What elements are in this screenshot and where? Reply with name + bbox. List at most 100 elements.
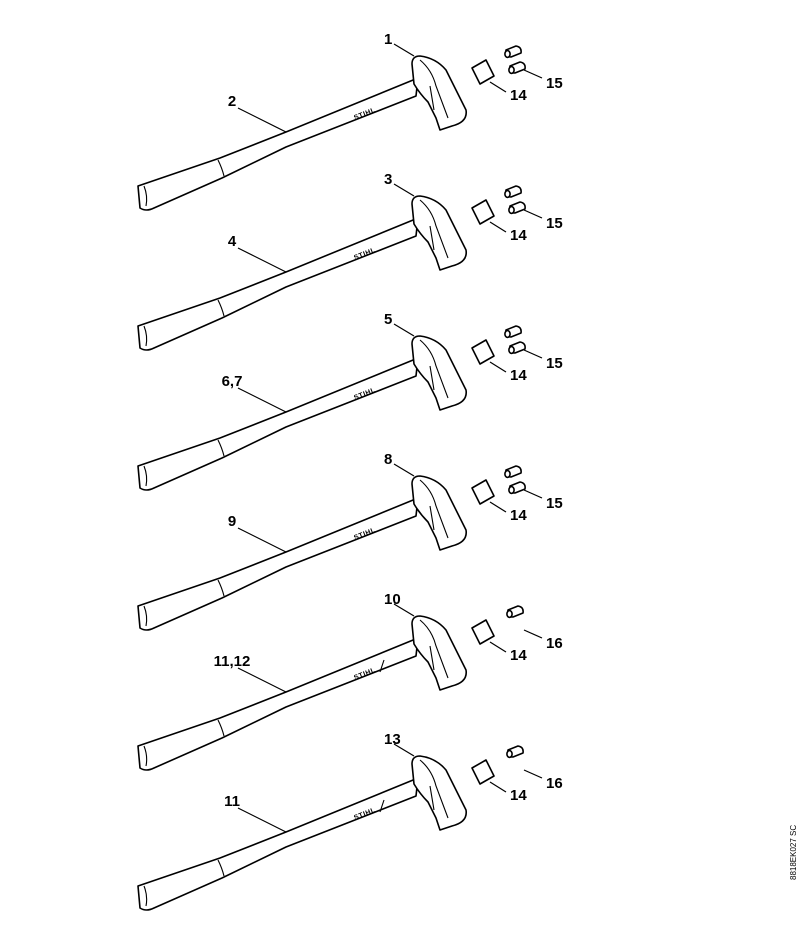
ferrule-leader: [523, 489, 543, 499]
wedge-part: [471, 619, 495, 645]
head-callout: 8: [384, 451, 392, 468]
wedge-callout: 14: [510, 227, 527, 244]
head-leader: [393, 323, 415, 337]
handle-end-line: [143, 885, 148, 907]
handle-callout: 11,12: [214, 653, 251, 670]
hammer-head-face-line: [419, 199, 449, 259]
handle-grip-line: [217, 159, 225, 177]
handle-shape: [137, 217, 419, 351]
handle-leader: [237, 107, 287, 133]
head-leader: [393, 43, 415, 57]
handle-leader: [237, 667, 287, 693]
handle-grip-line: [217, 719, 225, 737]
hammer-head-eye-line: [429, 365, 435, 391]
wedge-part: [471, 59, 495, 85]
handle-shape: [137, 497, 419, 631]
ferrule-callout: 16: [546, 775, 563, 792]
ferrule-part: [504, 325, 522, 339]
ferrule-part: [508, 201, 526, 215]
handle-grip-line: [217, 859, 225, 877]
handle-end-line: [143, 465, 148, 487]
head-callout: 3: [384, 171, 392, 188]
handle-leader: [237, 527, 287, 553]
hammer-head-face-line: [419, 339, 449, 399]
wedge-callout: 14: [510, 367, 527, 384]
handle-grip-line: [217, 299, 225, 317]
ferrule-part: [508, 61, 526, 75]
head-callout: 5: [384, 311, 392, 328]
wedge-part: [471, 759, 495, 785]
hammer-head-eye-line: [429, 225, 435, 251]
head-leader: [393, 463, 415, 477]
head-callout: 10: [384, 591, 401, 608]
ferrule-part: [508, 341, 526, 355]
wedge-part: [471, 199, 495, 225]
wedge-callout: 14: [510, 507, 527, 524]
handle-shape: [137, 77, 419, 211]
head-leader: [393, 183, 415, 197]
ferrule-callout: 15: [546, 75, 563, 92]
wedge-leader: [489, 501, 507, 513]
ferrule-callout: 16: [546, 635, 563, 652]
handle-shape: [137, 777, 419, 911]
handle-collar-line: [379, 659, 385, 673]
ferrule-callout: 15: [546, 495, 563, 512]
handle-callout: 2: [228, 93, 236, 110]
handle-leader: [237, 387, 287, 413]
ferrule-callout: 15: [546, 215, 563, 232]
document-code: 8818EK027 SC: [789, 825, 798, 880]
head-leader: [393, 743, 415, 757]
ferrule-part: [506, 605, 524, 619]
wedge-leader: [489, 81, 507, 93]
handle-shape: [137, 357, 419, 491]
ferrule-part: [504, 465, 522, 479]
hammer-head-eye-line: [429, 645, 435, 671]
hammer-head-face-line: [419, 619, 449, 679]
hammer-head-eye-line: [429, 505, 435, 531]
ferrule-leader: [523, 629, 543, 639]
handle-end-line: [143, 185, 148, 207]
handle-end-line: [143, 605, 148, 627]
handle-shape: [137, 637, 419, 771]
ferrule-part: [504, 185, 522, 199]
wedge-part: [471, 479, 495, 505]
ferrule-part: [508, 481, 526, 495]
handle-end-line: [143, 745, 148, 767]
hammer-head-face-line: [419, 479, 449, 539]
handle-callout: 6,7: [222, 373, 243, 390]
ferrule-leader: [523, 69, 543, 79]
handle-end-line: [143, 325, 148, 347]
handle-grip-line: [217, 579, 225, 597]
ferrule-callout: 15: [546, 355, 563, 372]
wedge-callout: 14: [510, 87, 527, 104]
wedge-leader: [489, 781, 507, 793]
wedge-callout: 14: [510, 647, 527, 664]
ferrule-leader: [523, 769, 543, 779]
wedge-callout: 14: [510, 787, 527, 804]
handle-leader: [237, 807, 287, 833]
handle-grip-line: [217, 439, 225, 457]
hammer-head-face-line: [419, 759, 449, 819]
handle-callout: 9: [228, 513, 236, 530]
wedge-leader: [489, 641, 507, 653]
wedge-part: [471, 339, 495, 365]
ferrule-part: [506, 745, 524, 759]
head-leader: [393, 603, 415, 617]
ferrule-leader: [523, 209, 543, 219]
hammer-head-face-line: [419, 59, 449, 119]
wedge-leader: [489, 361, 507, 373]
ferrule-leader: [523, 349, 543, 359]
hammer-head-eye-line: [429, 85, 435, 111]
handle-callout: 11: [224, 793, 240, 810]
wedge-leader: [489, 221, 507, 233]
hammer-head-eye-line: [429, 785, 435, 811]
handle-collar-line: [379, 799, 385, 813]
